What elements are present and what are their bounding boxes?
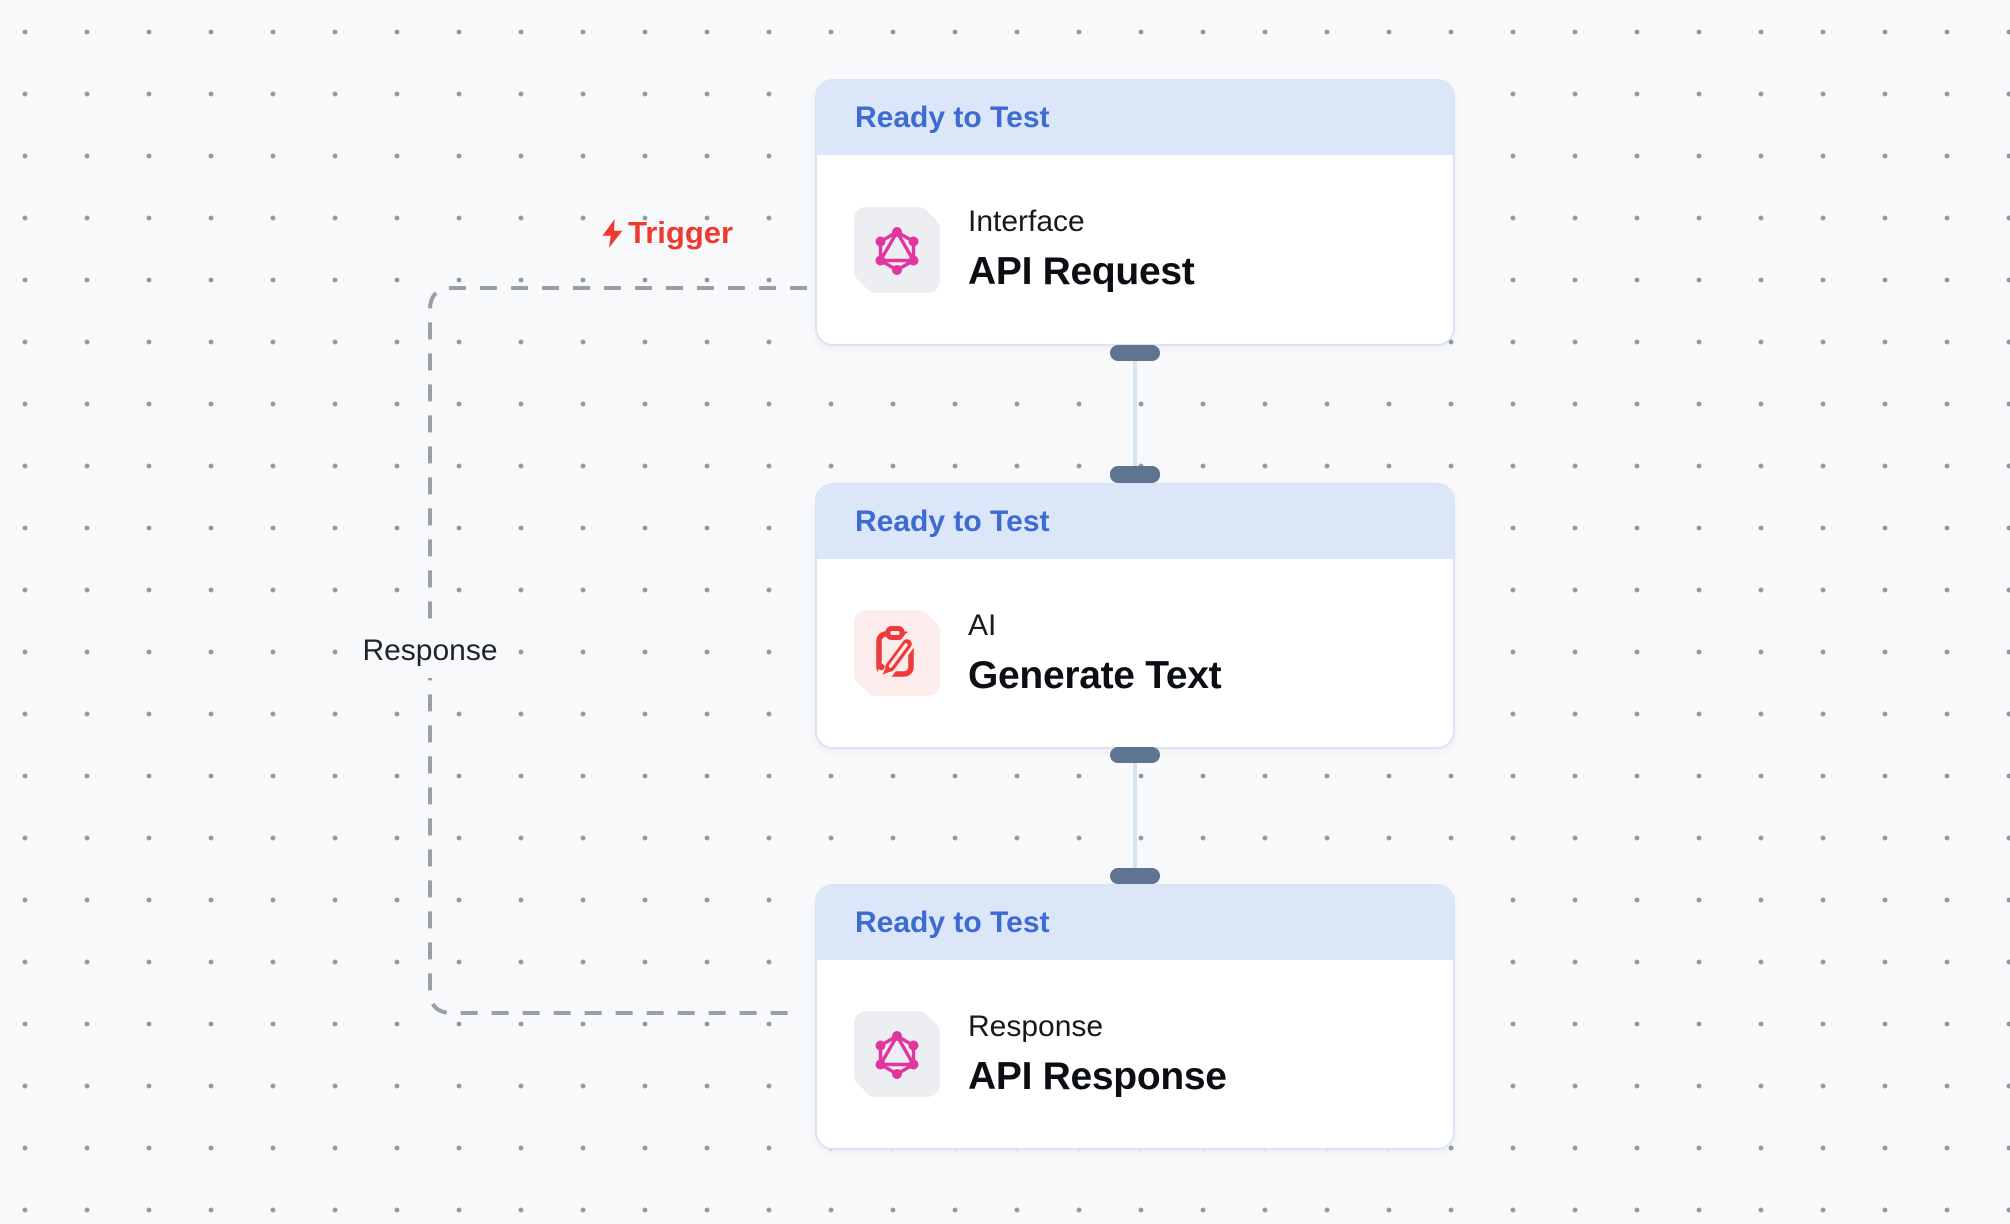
node-body: Response API Response [817, 960, 1453, 1148]
node-status-text: Ready to Test [855, 101, 1050, 134]
node-body: AI Generate Text [817, 559, 1453, 747]
graphql-icon [854, 1011, 940, 1097]
node-category: Response [968, 1009, 1104, 1043]
node-body: Interface API Request [817, 155, 1453, 344]
node-api-request[interactable]: Ready to Test Interface API Request [815, 79, 1455, 346]
trigger-edge-label-text: Trigger [628, 215, 734, 250]
node3-input-handle[interactable] [1110, 868, 1160, 884]
node-status-text: Ready to Test [855, 505, 1050, 538]
node2-output-handle[interactable] [1110, 747, 1160, 763]
node-api-response[interactable]: Ready to Test Response API Response [815, 884, 1455, 1150]
node-title: API Request [968, 250, 1195, 293]
lightning-bolt-icon [602, 218, 623, 248]
connector-line-2 [1133, 757, 1137, 872]
node-status-badge: Ready to Test [817, 485, 1453, 559]
node-generate-text[interactable]: Ready to Test AI Generate Text [815, 483, 1455, 749]
trigger-edge-label: Trigger [600, 215, 733, 251]
node-category: AI [968, 608, 997, 642]
node-title: API Response [968, 1054, 1227, 1098]
node-status-badge: Ready to Test [817, 81, 1453, 155]
node-status-text: Ready to Test [855, 906, 1050, 939]
graphql-icon [854, 206, 940, 293]
response-edge-label: Response [356, 624, 504, 678]
node-title: Generate Text [968, 653, 1222, 697]
clipboard-pencil-icon [854, 610, 940, 696]
node1-output-handle[interactable] [1110, 345, 1160, 361]
connector-line-1 [1133, 355, 1137, 472]
node2-input-handle[interactable] [1110, 466, 1160, 483]
node-category: Interface [968, 205, 1085, 238]
response-edge-label-text: Response [362, 634, 498, 667]
node-status-badge: Ready to Test [817, 886, 1453, 960]
